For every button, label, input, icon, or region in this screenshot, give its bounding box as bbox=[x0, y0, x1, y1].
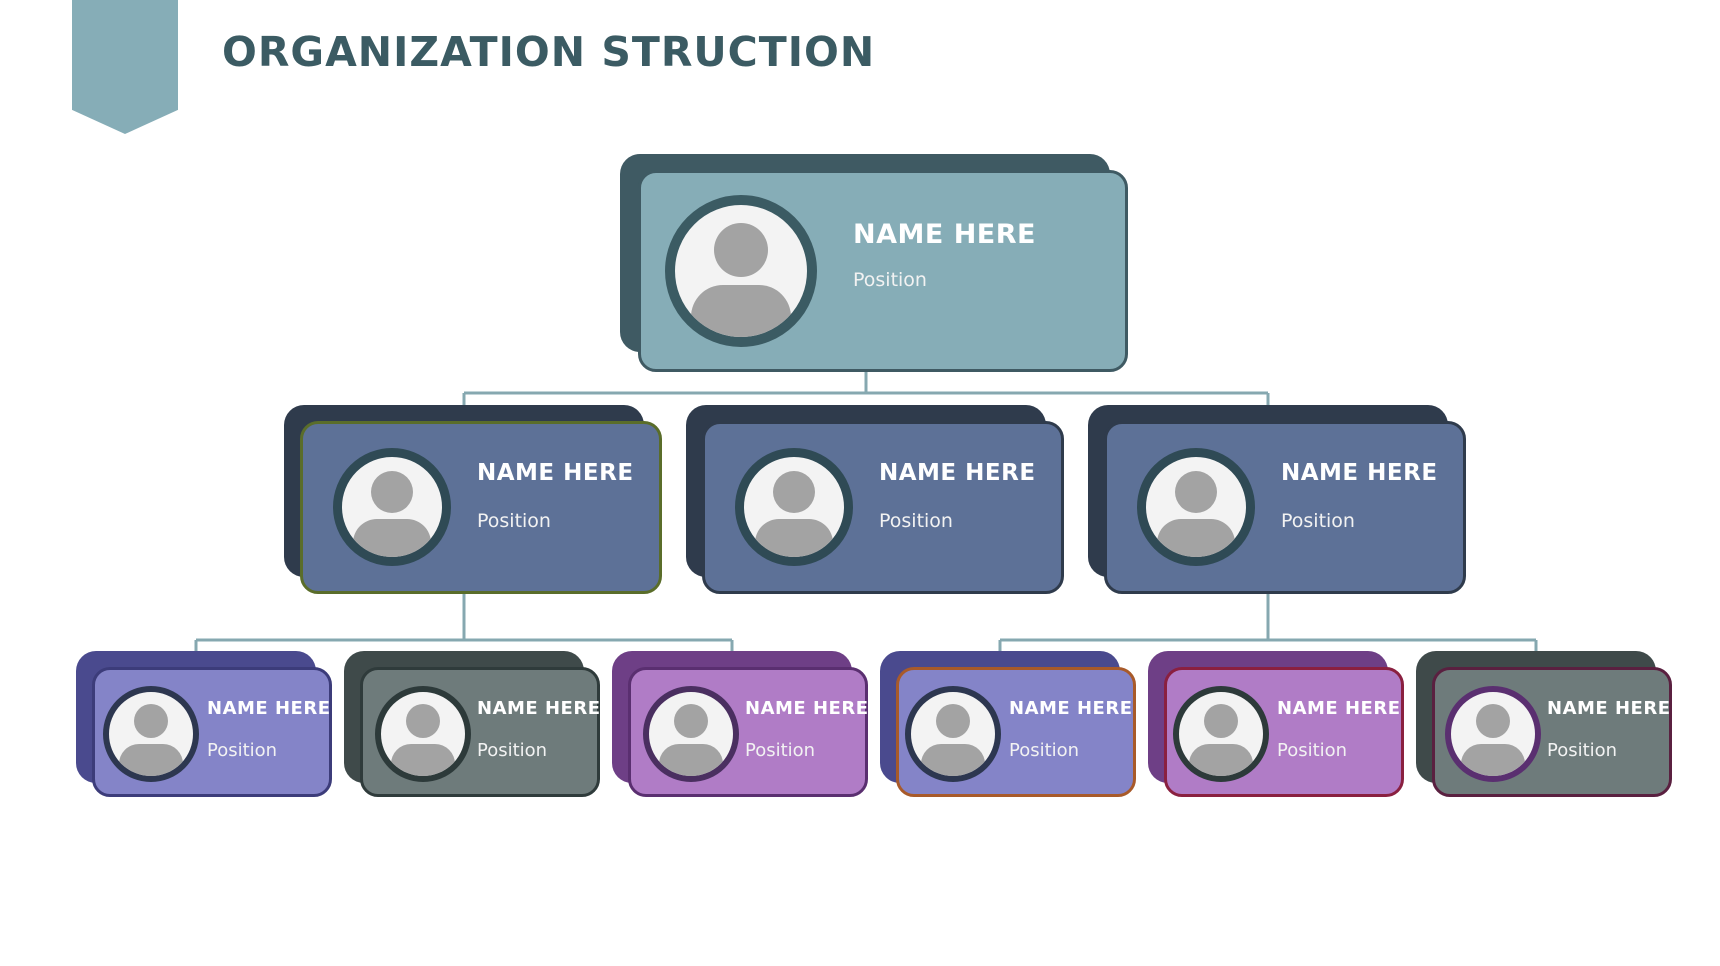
person-position: Position bbox=[477, 740, 548, 761]
avatar bbox=[735, 448, 853, 566]
org-card-manager-3: NAME HERE Position bbox=[1088, 405, 1466, 594]
card-front: NAME HERE Position bbox=[1164, 667, 1404, 797]
card-front: NAME HERE Position bbox=[300, 421, 662, 594]
person-position: Position bbox=[745, 740, 816, 761]
person-name: NAME HERE bbox=[1277, 698, 1401, 719]
avatar bbox=[1445, 686, 1541, 782]
avatar bbox=[643, 686, 739, 782]
card-front: NAME HERE Position bbox=[896, 667, 1136, 797]
avatar bbox=[1173, 686, 1269, 782]
person-name: NAME HERE bbox=[477, 460, 634, 486]
person-name: NAME HERE bbox=[853, 219, 1036, 250]
card-front: NAME HERE Position bbox=[92, 667, 332, 797]
card-front: NAME HERE Position bbox=[628, 667, 868, 797]
person-name: NAME HERE bbox=[477, 698, 601, 719]
person-position: Position bbox=[1281, 510, 1355, 532]
avatar bbox=[333, 448, 451, 566]
org-card-top: NAME HERE Position bbox=[620, 154, 1128, 372]
avatar bbox=[1137, 448, 1255, 566]
person-name: NAME HERE bbox=[1281, 460, 1438, 486]
person-position: Position bbox=[1547, 740, 1618, 761]
avatar bbox=[905, 686, 1001, 782]
org-card-staff-2: NAME HERE Position bbox=[344, 651, 600, 797]
card-front: NAME HERE Position bbox=[1104, 421, 1466, 594]
org-card-staff-5: NAME HERE Position bbox=[1148, 651, 1404, 797]
page-title: ORGANIZATION STRUCTION bbox=[222, 28, 876, 76]
person-position: Position bbox=[477, 510, 551, 532]
card-front: NAME HERE Position bbox=[702, 421, 1064, 594]
card-front: NAME HERE Position bbox=[1432, 667, 1672, 797]
person-name: NAME HERE bbox=[1009, 698, 1133, 719]
org-card-staff-3: NAME HERE Position bbox=[612, 651, 868, 797]
avatar bbox=[665, 195, 817, 347]
avatar bbox=[375, 686, 471, 782]
card-front: NAME HERE Position bbox=[638, 170, 1128, 372]
person-position: Position bbox=[853, 269, 927, 291]
org-card-staff-6: NAME HERE Position bbox=[1416, 651, 1672, 797]
person-position: Position bbox=[879, 510, 953, 532]
person-name: NAME HERE bbox=[207, 698, 331, 719]
org-card-staff-1: NAME HERE Position bbox=[76, 651, 332, 797]
person-position: Position bbox=[1009, 740, 1080, 761]
title-ribbon bbox=[72, 0, 178, 134]
person-name: NAME HERE bbox=[1547, 698, 1671, 719]
avatar bbox=[103, 686, 199, 782]
person-position: Position bbox=[207, 740, 278, 761]
org-card-manager-2: NAME HERE Position bbox=[686, 405, 1064, 594]
org-card-manager-1: NAME HERE Position bbox=[284, 405, 662, 594]
person-name: NAME HERE bbox=[879, 460, 1036, 486]
person-position: Position bbox=[1277, 740, 1348, 761]
card-front: NAME HERE Position bbox=[360, 667, 600, 797]
org-card-staff-4: NAME HERE Position bbox=[880, 651, 1136, 797]
person-name: NAME HERE bbox=[745, 698, 869, 719]
